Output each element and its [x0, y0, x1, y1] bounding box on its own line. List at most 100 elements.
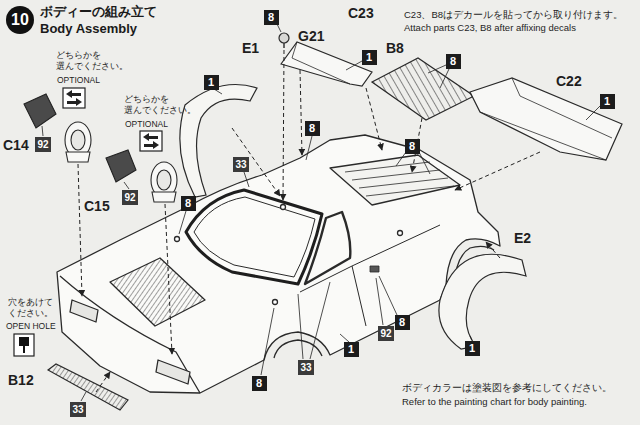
leader-line — [244, 172, 249, 187]
assembly-guide — [283, 50, 284, 200]
part-name: G21 — [298, 28, 324, 45]
assembly-guide — [96, 372, 110, 392]
assembly-note: Attach parts C23, B8 after affixing deca… — [404, 22, 576, 33]
headlight-unit — [66, 152, 90, 162]
assembly-guide — [486, 242, 500, 258]
option-note: どちらかを 選んでください。 — [124, 94, 204, 117]
step-title: ボディーの組み立て Body Assembly — [40, 4, 174, 38]
callout-text: 92 — [124, 192, 135, 203]
callout-number: 1 — [362, 50, 377, 65]
option-note: OPTIONAL — [57, 75, 100, 85]
car-body — [186, 190, 322, 284]
option-icon — [143, 133, 158, 141]
leader-line — [586, 106, 600, 120]
assembly-guide — [78, 50, 540, 392]
callout-text: 1 — [348, 343, 354, 355]
leader-line — [310, 282, 330, 359]
lip-spoiler-b12 — [48, 364, 128, 410]
headlight-unit — [157, 170, 171, 190]
callout-text: 10 — [11, 11, 29, 29]
assembly-guide — [232, 128, 280, 196]
part-name: B8 — [386, 40, 404, 57]
leader-line — [376, 278, 383, 325]
callout-number: 33 — [70, 402, 86, 417]
callout-text: 8 — [450, 55, 456, 67]
rear-wing-c22 — [470, 78, 622, 160]
leader-line — [261, 308, 274, 375]
leader-line — [419, 152, 430, 174]
callout-text: 92 — [380, 328, 391, 339]
leader-line — [124, 182, 129, 189]
callout-number: 8 — [264, 10, 279, 25]
car-body — [398, 231, 403, 236]
part-name: B12 — [8, 372, 34, 389]
open-hole-icon — [14, 334, 34, 356]
hole-note: OPEN HOLE — [6, 321, 56, 331]
callout-number: 1 — [204, 75, 219, 90]
painting-note: ボディカラーは塗装図を参考にしてください。 — [402, 382, 612, 393]
option-note: OPTIONAL — [125, 119, 168, 129]
callout-number: 92 — [122, 190, 138, 205]
roof-wing-c23 — [281, 42, 372, 86]
car-body — [194, 197, 315, 277]
part-name: C14 — [3, 137, 29, 154]
car-body — [57, 135, 500, 393]
callout-number: 33 — [233, 157, 249, 172]
part-name: E2 — [514, 230, 531, 247]
headlight-cover — [106, 150, 136, 182]
hole-note: 穴をあけて ください。 — [8, 297, 66, 320]
option-icon — [67, 98, 82, 106]
callout-text: 8 — [409, 140, 415, 152]
leader-line — [396, 152, 406, 166]
open-hole-icon — [23, 346, 25, 353]
leader-line — [379, 276, 397, 315]
assembly-guide — [165, 204, 172, 354]
roof-wing-c23 — [281, 42, 372, 86]
option-icon — [63, 88, 85, 108]
callout-number: 1 — [344, 342, 359, 357]
option-icon — [144, 141, 159, 149]
car-body — [274, 340, 322, 358]
leader-line — [306, 136, 312, 160]
callout-text: 8 — [309, 122, 315, 134]
car-body — [110, 258, 205, 326]
leader-line — [42, 126, 43, 136]
callout-number: 33 — [298, 360, 314, 375]
open-hole-icon — [14, 334, 34, 356]
callout-text: 8 — [185, 197, 191, 209]
callout-text: 8 — [268, 11, 274, 23]
headlight-cover — [24, 94, 56, 128]
leader-line — [214, 89, 222, 94]
callout-text: 8 — [256, 377, 262, 389]
callout-number: 8 — [305, 121, 320, 136]
antenna-g21 — [283, 43, 284, 48]
car-body — [281, 205, 286, 210]
rear-wing-c22 — [470, 78, 622, 160]
car-body — [305, 212, 350, 284]
roof-wing-c23 — [292, 42, 350, 84]
leader-line — [179, 211, 186, 234]
car-body — [273, 300, 278, 305]
open-hole-icon — [19, 337, 29, 346]
callout-text: 1 — [469, 342, 475, 354]
part-name: C22 — [556, 73, 582, 90]
callout-text: 33 — [235, 159, 246, 170]
option-icon — [140, 131, 162, 151]
part-name: E1 — [242, 40, 259, 57]
assembly-guide — [366, 88, 382, 150]
car-body — [156, 360, 190, 384]
callout-number: 8 — [181, 196, 196, 211]
callout-number: 8 — [395, 315, 410, 330]
callout-text: 33 — [72, 404, 83, 415]
step-number: 10 — [6, 6, 34, 34]
fender-flare-e1 — [180, 84, 257, 197]
car-body — [175, 237, 180, 242]
car-body — [70, 300, 98, 322]
part-name: C23 — [348, 5, 374, 22]
antenna-g21 — [279, 33, 289, 43]
headlight-unit — [152, 192, 176, 202]
car-body — [370, 266, 379, 272]
rear-wing-c22 — [480, 78, 612, 160]
car-body — [57, 135, 500, 393]
callout-text: 1 — [366, 51, 372, 63]
